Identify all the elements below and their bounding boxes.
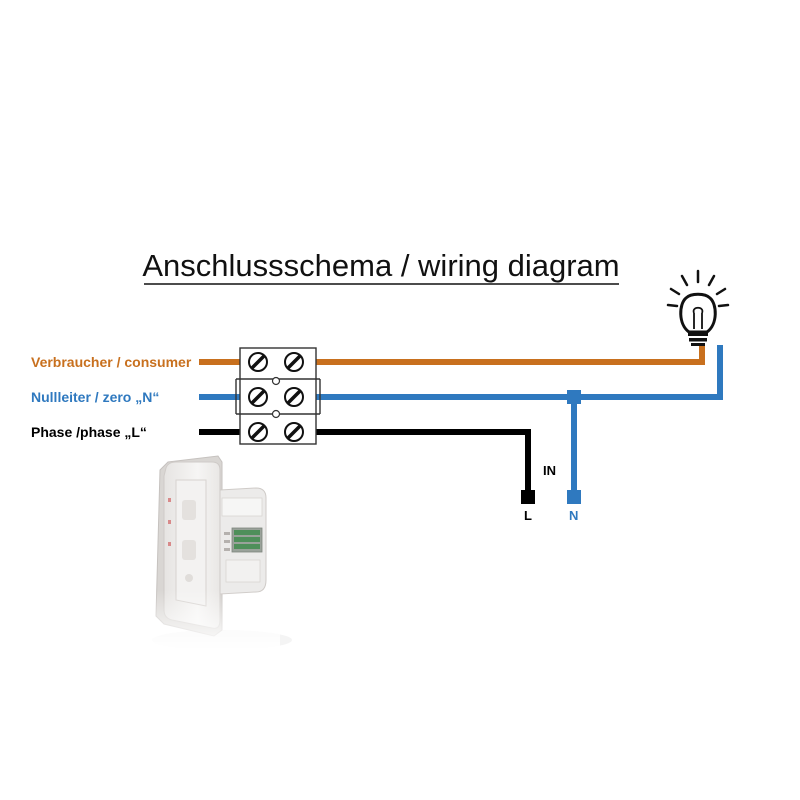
terminal-l-label: L bbox=[524, 508, 532, 523]
terminal-n-label: N bbox=[569, 508, 578, 523]
neutral-wire bbox=[199, 345, 723, 400]
diagram-title: Anschlussschema / wiring diagram bbox=[142, 248, 619, 283]
screw-icon bbox=[284, 352, 304, 372]
input-label: IN bbox=[543, 463, 556, 478]
terminal-block bbox=[235, 347, 321, 445]
neutral-junction bbox=[567, 390, 581, 404]
screw-icon bbox=[248, 387, 268, 407]
consumer-wire bbox=[199, 345, 705, 365]
screw-icon bbox=[284, 422, 304, 442]
screw-icon bbox=[248, 422, 268, 442]
neutral-wire-label: Nullleiter / zero „N“ bbox=[31, 389, 159, 405]
consumer-wire-label: Verbraucher / consumer bbox=[31, 354, 192, 370]
terminal-l-block bbox=[521, 490, 535, 504]
light-bulb-icon bbox=[666, 269, 730, 346]
screw-icon bbox=[284, 387, 304, 407]
motion-sensor-device bbox=[150, 455, 292, 650]
screw-icon bbox=[248, 352, 268, 372]
phase-wire-label: Phase /phase „L“ bbox=[31, 424, 147, 440]
terminal-n-block bbox=[567, 490, 581, 504]
